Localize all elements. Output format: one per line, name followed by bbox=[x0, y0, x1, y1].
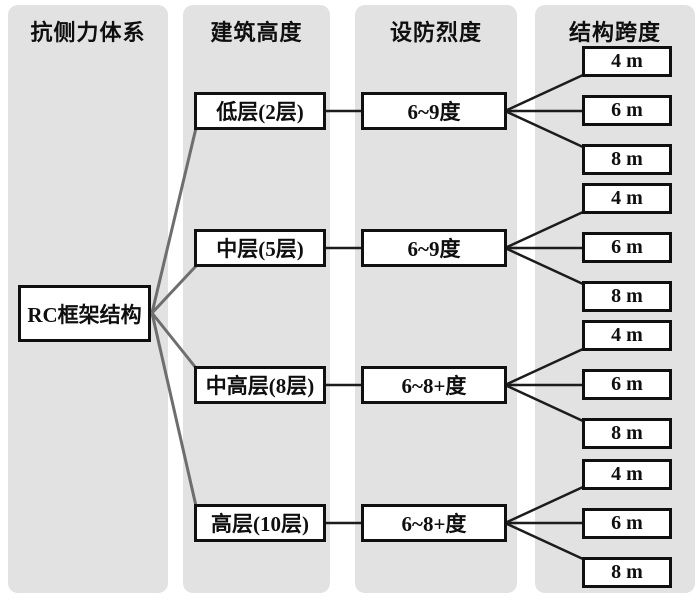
node-root-rc-frame: RC框架结构 bbox=[18, 285, 151, 342]
column-header-structural-span: 结构跨度 bbox=[568, 20, 661, 45]
node-span-g2-4m: 4 m bbox=[582, 183, 672, 214]
node-span-g2-6m: 6 m bbox=[582, 232, 672, 263]
node-span-g1-6m: 6 m bbox=[582, 95, 672, 126]
node-intensity-row4: 6~8+度 bbox=[361, 504, 507, 542]
row-connector-lines bbox=[324, 109, 363, 525]
node-height-low: 低层(2层) bbox=[194, 92, 326, 130]
node-span-g3-6m: 6 m bbox=[582, 369, 672, 400]
node-span-g4-8m: 8 m bbox=[582, 557, 672, 588]
node-span-g3-8m: 8 m bbox=[582, 418, 672, 449]
node-intensity-row2: 6~9度 bbox=[361, 229, 507, 267]
node-span-g1-4m: 4 m bbox=[582, 46, 672, 77]
node-span-g4-6m: 6 m bbox=[582, 508, 672, 539]
node-height-mid-high: 中高层(8层) bbox=[194, 366, 326, 404]
node-span-g3-4m: 4 m bbox=[582, 320, 672, 351]
column-header-building-height: 建筑高度 bbox=[210, 20, 303, 45]
column-header-fortification-intensity: 设防烈度 bbox=[389, 20, 482, 45]
node-intensity-row1: 6~9度 bbox=[361, 92, 507, 130]
root-fan-lines bbox=[150, 127, 198, 507]
span-fan-lines bbox=[504, 73, 584, 561]
column-header-lateral-system: 抗侧力体系 bbox=[30, 20, 146, 45]
node-intensity-row3: 6~8+度 bbox=[361, 366, 507, 404]
node-height-mid: 中层(5层) bbox=[194, 229, 326, 267]
node-span-g1-8m: 8 m bbox=[582, 144, 672, 175]
node-height-high: 高层(10层) bbox=[194, 504, 326, 542]
node-span-g2-8m: 8 m bbox=[582, 281, 672, 312]
node-span-g4-4m: 4 m bbox=[582, 459, 672, 490]
